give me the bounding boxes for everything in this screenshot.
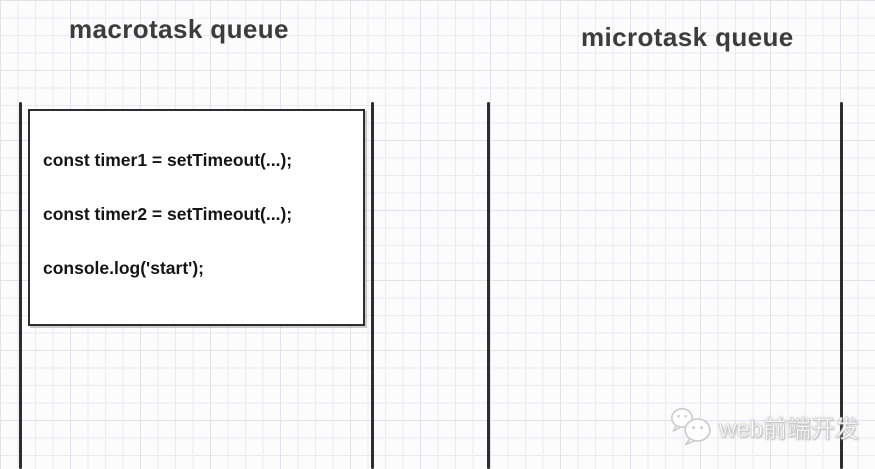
macrotask-queue-title: macrotask queue [69, 14, 289, 44]
watermark: web前端开发 [669, 406, 859, 446]
code-line-timer2: const timer2 = setTimeout(...); [43, 204, 293, 224]
microtask-queue-wall-right [840, 102, 843, 469]
microtask-queue-title: microtask queue [581, 22, 794, 52]
code-line-timer1: const timer1 = setTimeout(...); [43, 150, 293, 170]
watermark-text: web前端开发 [719, 415, 860, 443]
macrotask-queue-wall-left [19, 102, 22, 469]
macrotask-queue-wall-right [371, 102, 374, 469]
script-code-box: const timer1 = setTimeout(...); const ti… [28, 109, 365, 326]
wechat-icon [671, 408, 711, 446]
code-line-console-log: console.log('start'); [43, 258, 204, 278]
microtask-queue-wall-left [487, 102, 490, 469]
